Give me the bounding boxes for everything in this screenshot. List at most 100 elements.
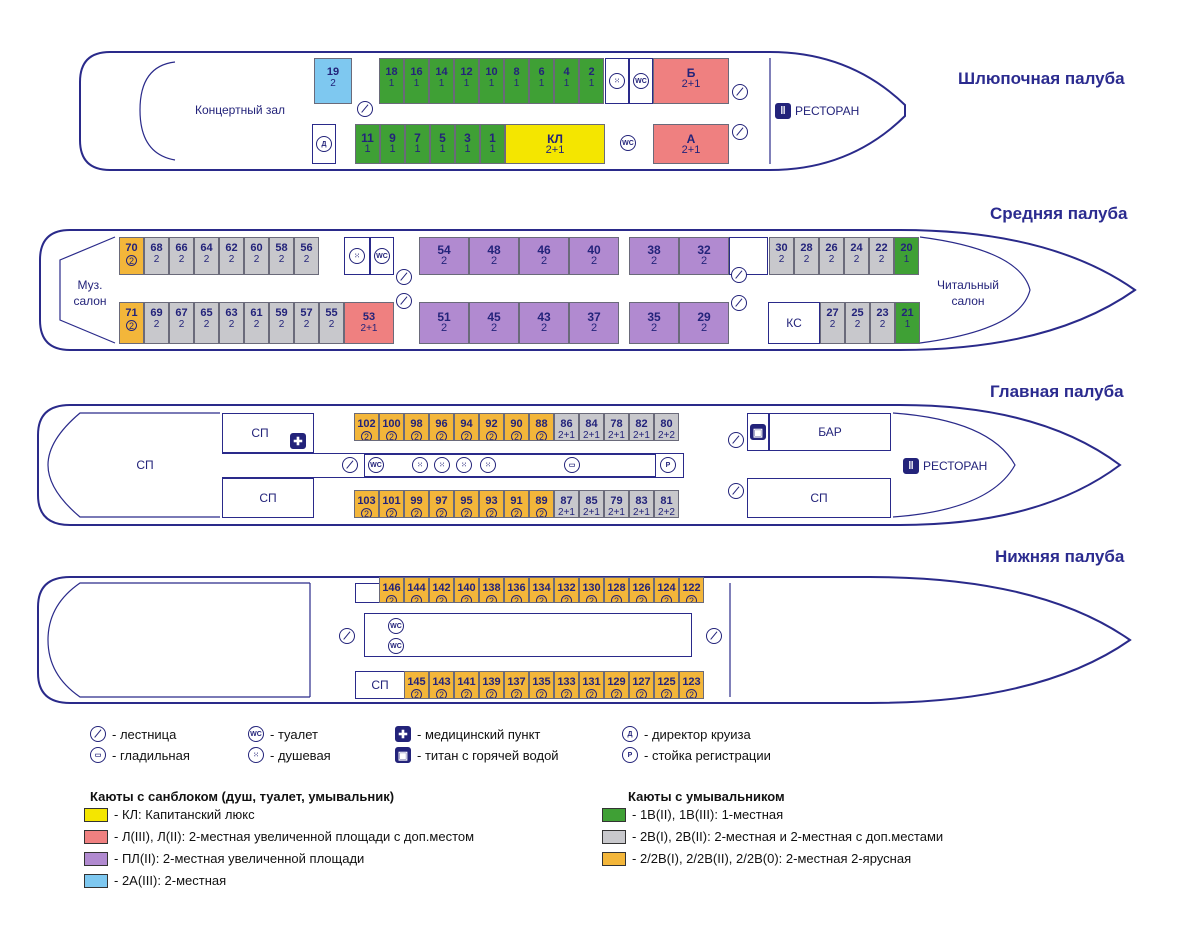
cabin-87[interactable]: 872+1 (554, 490, 579, 518)
cabin-84[interactable]: 842+1 (579, 413, 604, 441)
cabin-136[interactable]: 1362 (504, 577, 529, 603)
cabin-94[interactable]: 942 (454, 413, 479, 441)
cabin-123[interactable]: 1232 (679, 671, 704, 699)
cabin-29[interactable]: 292 (679, 302, 729, 344)
cabin-80[interactable]: 802+2 (654, 413, 679, 441)
cabin-143[interactable]: 1432 (429, 671, 454, 699)
cabin-8[interactable]: 81 (504, 58, 529, 104)
cabin-83[interactable]: 832+1 (629, 490, 654, 518)
cabin-137[interactable]: 1372 (504, 671, 529, 699)
cabin-67[interactable]: 672 (169, 302, 194, 344)
cabin-134[interactable]: 1342 (529, 577, 554, 603)
cabin-98[interactable]: 982 (404, 413, 429, 441)
cabin-128[interactable]: 1282 (604, 577, 629, 603)
cabin-69[interactable]: 692 (144, 302, 169, 344)
cabin-60[interactable]: 602 (244, 237, 269, 275)
cabin-37[interactable]: 372 (569, 302, 619, 344)
cabin-139[interactable]: 1392 (479, 671, 504, 699)
cabin-35[interactable]: 352 (629, 302, 679, 344)
cabin-20[interactable]: 201 (894, 237, 919, 275)
cabin-78[interactable]: 782+1 (604, 413, 629, 441)
cabin-18[interactable]: 181 (379, 58, 404, 104)
cabin-125[interactable]: 1252 (654, 671, 679, 699)
cabin-a[interactable]: А2+1 (653, 124, 729, 164)
cabin-145[interactable]: 1452 (404, 671, 429, 699)
cabin-88[interactable]: 882 (529, 413, 554, 441)
cabin-1[interactable]: 11 (480, 124, 505, 164)
cabin-144[interactable]: 1442 (404, 577, 429, 603)
cabin-99[interactable]: 992 (404, 490, 429, 518)
cabin-100[interactable]: 1002 (379, 413, 404, 441)
cabin-59[interactable]: 592 (269, 302, 294, 344)
cabin-133[interactable]: 1332 (554, 671, 579, 699)
cabin-2[interactable]: 21 (579, 58, 604, 104)
cabin-96[interactable]: 962 (429, 413, 454, 441)
cabin-6[interactable]: 61 (529, 58, 554, 104)
cabin-95[interactable]: 952 (454, 490, 479, 518)
cabin-30[interactable]: 302 (769, 237, 794, 275)
cabin-71[interactable]: 712 (119, 302, 144, 344)
cabin-28[interactable]: 282 (794, 237, 819, 275)
cabin-122[interactable]: 1222 (679, 577, 704, 603)
cabin-b[interactable]: Б2+1 (653, 58, 729, 104)
cabin-48[interactable]: 482 (469, 237, 519, 275)
cabin-19[interactable]: 192 (314, 58, 352, 104)
cabin-9[interactable]: 91 (380, 124, 405, 164)
cabin-64[interactable]: 642 (194, 237, 219, 275)
cabin-63[interactable]: 632 (219, 302, 244, 344)
cabin-130[interactable]: 1302 (579, 577, 604, 603)
cabin-23[interactable]: 232 (870, 302, 895, 344)
cabin-58[interactable]: 582 (269, 237, 294, 275)
cabin-135[interactable]: 1352 (529, 671, 554, 699)
cabin-140[interactable]: 1402 (454, 577, 479, 603)
cabin-127[interactable]: 1272 (629, 671, 654, 699)
cabin-62[interactable]: 622 (219, 237, 244, 275)
cabin-126[interactable]: 1262 (629, 577, 654, 603)
cabin-81[interactable]: 812+2 (654, 490, 679, 518)
cabin-21[interactable]: 211 (895, 302, 920, 344)
cabin-46[interactable]: 462 (519, 237, 569, 275)
cabin-92[interactable]: 922 (479, 413, 504, 441)
cabin-5[interactable]: 51 (430, 124, 455, 164)
cabin-70[interactable]: 702 (119, 237, 144, 275)
cabin-3[interactable]: 31 (455, 124, 480, 164)
cabin-103[interactable]: 1032 (354, 490, 379, 518)
cabin-22[interactable]: 222 (869, 237, 894, 275)
cabin-102[interactable]: 1022 (354, 413, 379, 441)
cabin-79[interactable]: 792+1 (604, 490, 629, 518)
cabin-32[interactable]: 322 (679, 237, 729, 275)
cabin-25[interactable]: 252 (845, 302, 870, 344)
cabin-91[interactable]: 912 (504, 490, 529, 518)
cabin-24[interactable]: 242 (844, 237, 869, 275)
cabin-138[interactable]: 1382 (479, 577, 504, 603)
cabin-27[interactable]: 272 (820, 302, 845, 344)
cabin-82[interactable]: 822+1 (629, 413, 654, 441)
cabin-124[interactable]: 1242 (654, 577, 679, 603)
cabin-38[interactable]: 382 (629, 237, 679, 275)
cabin-141[interactable]: 1412 (454, 671, 479, 699)
cabin-97[interactable]: 972 (429, 490, 454, 518)
cabin-12[interactable]: 121 (454, 58, 479, 104)
cabin-131[interactable]: 1312 (579, 671, 604, 699)
cabin-56[interactable]: 562 (294, 237, 319, 275)
cabin-4[interactable]: 41 (554, 58, 579, 104)
cabin-90[interactable]: 902 (504, 413, 529, 441)
cabin-132[interactable]: 1322 (554, 577, 579, 603)
cabin-146[interactable]: 1462 (379, 577, 404, 603)
cabin-10[interactable]: 101 (479, 58, 504, 104)
cabin-57[interactable]: 572 (294, 302, 319, 344)
cabin-45[interactable]: 452 (469, 302, 519, 344)
cabin-7[interactable]: 71 (405, 124, 430, 164)
cabin-93[interactable]: 932 (479, 490, 504, 518)
cabin-85[interactable]: 852+1 (579, 490, 604, 518)
cabin-101[interactable]: 1012 (379, 490, 404, 518)
cabin-54[interactable]: 542 (419, 237, 469, 275)
cabin-11[interactable]: 111 (355, 124, 380, 164)
cabin-16[interactable]: 161 (404, 58, 429, 104)
cabin-53[interactable]: 532+1 (344, 302, 394, 344)
cabin-51[interactable]: 512 (419, 302, 469, 344)
cabin-14[interactable]: 141 (429, 58, 454, 104)
cabin-66[interactable]: 662 (169, 237, 194, 275)
cabin-65[interactable]: 652 (194, 302, 219, 344)
cabin-68[interactable]: 682 (144, 237, 169, 275)
